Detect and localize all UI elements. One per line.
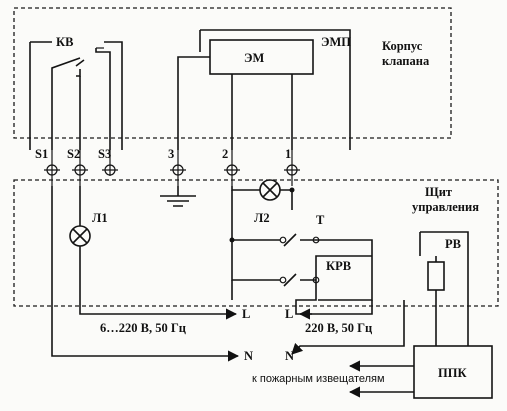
l2-label: Л2 xyxy=(254,211,270,225)
control-panel-label-line1: Щит xyxy=(425,185,452,199)
krv-arrow-line xyxy=(295,280,317,315)
s1-neutral-wire xyxy=(51,186,240,362)
terminal-1-label: 1 xyxy=(285,147,291,161)
control-panel-label-line2: управления xyxy=(412,200,479,214)
krv-frame xyxy=(315,255,372,280)
terminal-s3-connector xyxy=(102,150,118,176)
krv-branch-wire xyxy=(231,240,316,287)
valve-housing-label-line2: клапана xyxy=(382,54,430,68)
ground-symbol xyxy=(160,186,196,207)
em-terminal-3-wire xyxy=(177,56,210,150)
rv-label: РВ xyxy=(445,237,461,251)
krv-label: КРВ xyxy=(326,259,351,273)
switch-krv-contact-a xyxy=(279,276,287,284)
supply-right-label: 220 В, 50 Гц xyxy=(305,321,372,335)
kv-s3-wire xyxy=(95,48,111,150)
terminal-3-label: 3 xyxy=(168,147,174,161)
control-panel-enclosure xyxy=(13,179,499,307)
l-right-wire xyxy=(298,300,373,320)
terminal-s1-connector xyxy=(44,150,60,186)
terminal-s3-label: S3 xyxy=(98,147,111,161)
t-label: Т xyxy=(316,213,325,227)
rv-coil xyxy=(427,261,445,291)
terminal-3-connector xyxy=(170,150,186,186)
emp-label: ЭМП xyxy=(321,35,351,49)
t2-lamp-wire xyxy=(231,186,292,191)
valve-housing-label-line1: Корпус xyxy=(382,39,423,53)
supply-left-label: 6…220 В, 50 Гц xyxy=(100,321,186,335)
n-left-label: N xyxy=(244,349,253,363)
emp-frame xyxy=(199,29,351,150)
terminal-s1-label: S1 xyxy=(35,147,48,161)
terminal-1-connector xyxy=(284,150,300,186)
l-left-label: L xyxy=(242,307,250,321)
lamp-l1 xyxy=(69,225,91,247)
terminal-2-label: 2 xyxy=(222,147,228,161)
terminal-2-connector xyxy=(224,150,240,186)
l1-label: Л1 xyxy=(92,211,108,225)
switch-t-contact-a xyxy=(279,236,287,244)
kv-label: КВ xyxy=(56,35,73,49)
ppk-block xyxy=(413,345,493,399)
switch-t-contact-b xyxy=(312,236,320,244)
rv-frame xyxy=(419,231,469,300)
terminal-s2-connector xyxy=(72,150,88,186)
fire-detectors-label: к пожарным извещателям xyxy=(252,373,385,385)
s2-lamp-wire xyxy=(79,186,236,314)
l-right-label: L xyxy=(285,307,293,321)
rv-coil-wire xyxy=(435,256,469,346)
terminal-s2-label: S2 xyxy=(67,147,80,161)
n-right-wire xyxy=(231,280,405,354)
lamp-l2 xyxy=(259,179,281,201)
t-branch-wire xyxy=(231,190,373,301)
n-right-label: N xyxy=(285,349,294,363)
kv-box xyxy=(29,41,123,150)
ppk-label: ППК xyxy=(438,366,467,380)
em-label: ЭМ xyxy=(244,51,264,65)
